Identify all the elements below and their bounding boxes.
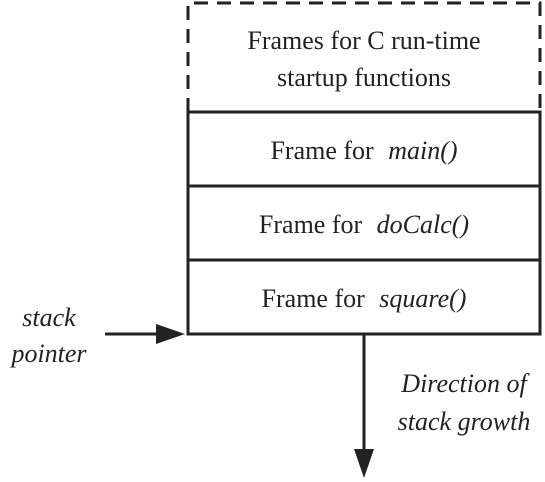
frame-square-func: square() bbox=[379, 284, 466, 313]
frame-square-label: Frame for square() bbox=[262, 284, 467, 313]
stack-pointer-label-line1: stack bbox=[22, 303, 76, 332]
frame-docalc-prefix: Frame for bbox=[259, 210, 363, 239]
startup-frames-label-line2: startup functions bbox=[277, 63, 451, 92]
growth-label-line2: stack growth bbox=[398, 407, 531, 436]
stack-pointer-label-line2: pointer bbox=[9, 339, 87, 368]
frame-square-prefix: Frame for bbox=[262, 284, 366, 313]
frame-main-prefix: Frame for bbox=[270, 136, 374, 165]
startup-frames-label-line1: Frames for C run-time bbox=[247, 26, 480, 55]
growth-arrowhead bbox=[354, 449, 374, 478]
frame-main-func: main() bbox=[388, 136, 457, 165]
startup-frames-box bbox=[186, 1, 542, 112]
frame-docalc-func: doCalc() bbox=[377, 210, 469, 239]
frame-docalc-label: Frame for doCalc() bbox=[259, 210, 469, 239]
growth-label-line1: Direction of bbox=[400, 369, 530, 398]
stack-pointer-arrowhead bbox=[156, 324, 185, 344]
frame-main-label: Frame for main() bbox=[270, 136, 457, 165]
